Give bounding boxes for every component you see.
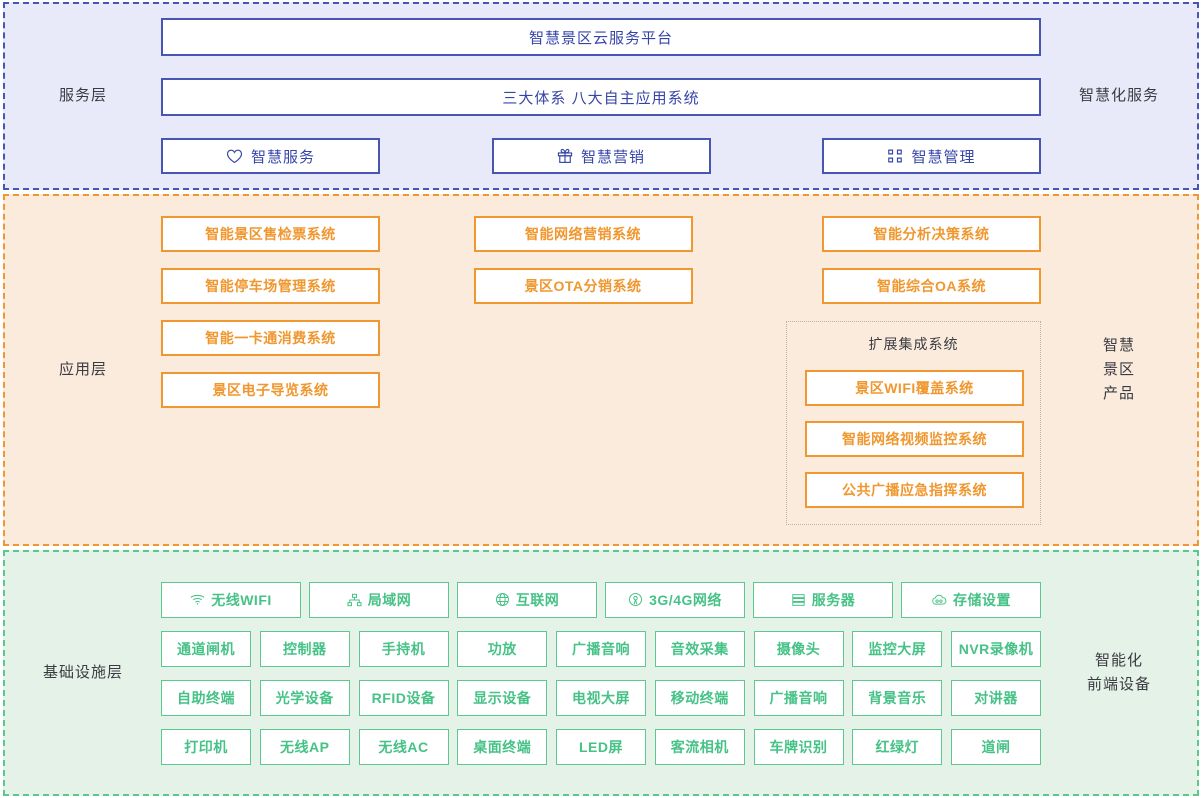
infra-box-wireless-ac[interactable]: 无线AC	[358, 728, 449, 765]
application-column-3: 智能分析决策系统 智能综合OA系统 扩展集成系统 景区WIFI覆盖系统 智能网络…	[786, 215, 1041, 525]
infra-box-bgm[interactable]: 背景音乐	[852, 679, 943, 716]
infra-box-display[interactable]: 显示设备	[457, 679, 548, 716]
service-layer-left-label: 服务层	[58, 87, 107, 104]
infra-label: 3G/4G网络	[649, 591, 722, 608]
infra-box-internet[interactable]: 互联网	[457, 581, 597, 618]
infra-label: 存储设置	[953, 591, 1011, 608]
infra-box-pa-speaker-2[interactable]: 广播音响	[753, 679, 844, 716]
systems-overview-box[interactable]: 三大体系 八大自主应用系统	[161, 78, 1041, 116]
grid-apps-icon	[887, 148, 903, 164]
infra-box-mobile[interactable]: 移动终端	[654, 679, 745, 716]
infra-box-storage[interactable]: 存储设置	[901, 581, 1041, 618]
infrastructure-layer-left-label: 基础设施层	[42, 664, 123, 681]
server-icon	[791, 593, 806, 607]
cloud-storage-icon	[931, 593, 947, 607]
infra-box-audio-capture[interactable]: 音效采集	[654, 630, 745, 667]
service-layer-content: 智慧景区云服务平台 三大体系 八大自主应用系统 智慧服务	[161, 18, 1041, 174]
antenna-icon	[628, 592, 643, 607]
infra-box-lan[interactable]: 局域网	[309, 581, 449, 618]
infra-box-tv-wall[interactable]: 电视大屏	[556, 679, 646, 716]
infra-box-wireless-ap[interactable]: 无线AP	[259, 728, 350, 765]
infra-box-3g4g[interactable]: 3G/4G网络	[605, 581, 745, 618]
extended-integration-group: 扩展集成系统 景区WIFI覆盖系统 智能网络视频监控系统 公共广播应急指挥系统	[786, 320, 1041, 525]
infra-box-self-service[interactable]: 自助终端	[161, 679, 251, 716]
infra-label: 无线WIFI	[211, 591, 272, 608]
application-layer-right-label: 智慧 景区 产品	[1102, 337, 1135, 402]
service-layer-right-label: 智慧化服务	[1078, 87, 1159, 104]
infra-network-row: 无线WIFI 局域网	[161, 581, 1041, 618]
infra-devices-row-3: 打印机 无线AP 无线AC 桌面终端 LED屏 客流相机 车牌识别 红绿灯 道闸	[161, 728, 1041, 765]
infra-box-barrier-gate[interactable]: 道闸	[951, 728, 1041, 765]
infra-label: 服务器	[811, 591, 856, 608]
app-box-ticketing[interactable]: 智能景区售检票系统	[161, 215, 380, 252]
app-box-net-marketing[interactable]: 智能网络营销系统	[473, 215, 693, 252]
infra-box-people-counter[interactable]: 客流相机	[654, 728, 745, 765]
infra-box-controller[interactable]: 控制器	[259, 630, 350, 667]
application-columns: 智能景区售检票系统 智能停车场管理系统 智能一卡通消费系统 景区电子导览系统 智…	[161, 215, 1041, 525]
infrastructure-layer-right-label: 智能化 前端设备	[1086, 652, 1151, 693]
infra-box-plate-recognition[interactable]: 车牌识别	[753, 728, 844, 765]
app-box-parking[interactable]: 智能停车场管理系统	[161, 267, 380, 304]
infra-box-rfid[interactable]: RFID设备	[358, 679, 449, 716]
service-layer: 服务层 智慧景区云服务平台 三大体系 八大自主应用系统 智慧服务	[3, 2, 1199, 190]
globe-icon	[495, 592, 510, 607]
extended-integration-title: 扩展集成系统	[868, 335, 959, 352]
infra-box-server[interactable]: 服务器	[753, 581, 893, 618]
infra-devices-row-2: 自助终端 光学设备 RFID设备 显示设备 电视大屏 移动终端 广播音响 背景音…	[161, 679, 1041, 716]
service-button-row: 智慧服务 智慧营销	[161, 138, 1041, 174]
smart-marketing-label: 智慧营销	[580, 148, 645, 166]
infra-devices-row-1: 通道闸机 控制器 手持机 功放 广播音响 音效采集 摄像头 监控大屏 NVR录像…	[161, 630, 1041, 667]
infrastructure-layer: 基础设施层 无线WIFI	[3, 550, 1199, 796]
infra-box-camera[interactable]: 摄像头	[753, 630, 844, 667]
infra-box-intercom[interactable]: 对讲器	[951, 679, 1041, 716]
app-box-video-surveillance[interactable]: 智能网络视频监控系统	[805, 420, 1024, 457]
app-box-ota[interactable]: 景区OTA分销系统	[473, 267, 693, 304]
application-column-2: 智能网络营销系统 景区OTA分销系统	[473, 215, 693, 525]
cloud-platform-box[interactable]: 智慧景区云服务平台	[161, 18, 1041, 56]
smart-management-button[interactable]: 智慧管理	[822, 138, 1041, 174]
infra-box-printer[interactable]: 打印机	[161, 728, 251, 765]
application-layer-content: 智能景区售检票系统 智能停车场管理系统 智能一卡通消费系统 景区电子导览系统 智…	[161, 215, 1041, 525]
infra-label: 互联网	[515, 591, 560, 608]
infra-box-handheld[interactable]: 手持机	[358, 630, 449, 667]
smart-marketing-button[interactable]: 智慧营销	[491, 138, 711, 174]
infra-box-desktop-terminal[interactable]: 桌面终端	[457, 728, 548, 765]
infrastructure-layer-content: 无线WIFI 局域网	[161, 581, 1041, 765]
app-box-analytics[interactable]: 智能分析决策系统	[822, 215, 1041, 252]
app-box-broadcast-emergency[interactable]: 公共广播应急指挥系统	[805, 471, 1024, 508]
gift-icon	[557, 148, 573, 164]
app-box-wifi-coverage[interactable]: 景区WIFI覆盖系统	[805, 369, 1024, 406]
application-column-1: 智能景区售检票系统 智能停车场管理系统 智能一卡通消费系统 景区电子导览系统	[161, 215, 380, 525]
smart-service-label: 智慧服务	[250, 148, 315, 166]
infra-box-pa-speaker[interactable]: 广播音响	[556, 630, 646, 667]
infra-box-monitor-wall[interactable]: 监控大屏	[852, 630, 943, 667]
application-layer: 应用层 智能景区售检票系统 智能停车场管理系统 智能一卡通消费系统 景区电子导览…	[3, 194, 1199, 546]
app-box-eguide[interactable]: 景区电子导览系统	[161, 371, 380, 408]
smart-service-button[interactable]: 智慧服务	[161, 138, 380, 174]
smart-management-label: 智慧管理	[911, 148, 976, 166]
infra-box-nvr[interactable]: NVR录像机	[951, 630, 1041, 667]
infra-label: 局域网	[367, 591, 412, 608]
infra-box-wifi[interactable]: 无线WIFI	[161, 581, 301, 618]
app-box-onecard[interactable]: 智能一卡通消费系统	[161, 319, 380, 356]
infra-box-optical[interactable]: 光学设备	[259, 679, 350, 716]
infra-box-traffic-light[interactable]: 红绿灯	[852, 728, 943, 765]
heart-icon	[226, 149, 243, 164]
wifi-icon	[190, 593, 205, 606]
infra-box-amplifier[interactable]: 功放	[457, 630, 548, 667]
app-box-oa[interactable]: 智能综合OA系统	[822, 267, 1041, 304]
infra-box-led-screen[interactable]: LED屏	[556, 728, 646, 765]
application-layer-left-label: 应用层	[58, 361, 107, 378]
sitemap-icon	[347, 593, 362, 607]
infra-box-gate[interactable]: 通道闸机	[161, 630, 251, 667]
